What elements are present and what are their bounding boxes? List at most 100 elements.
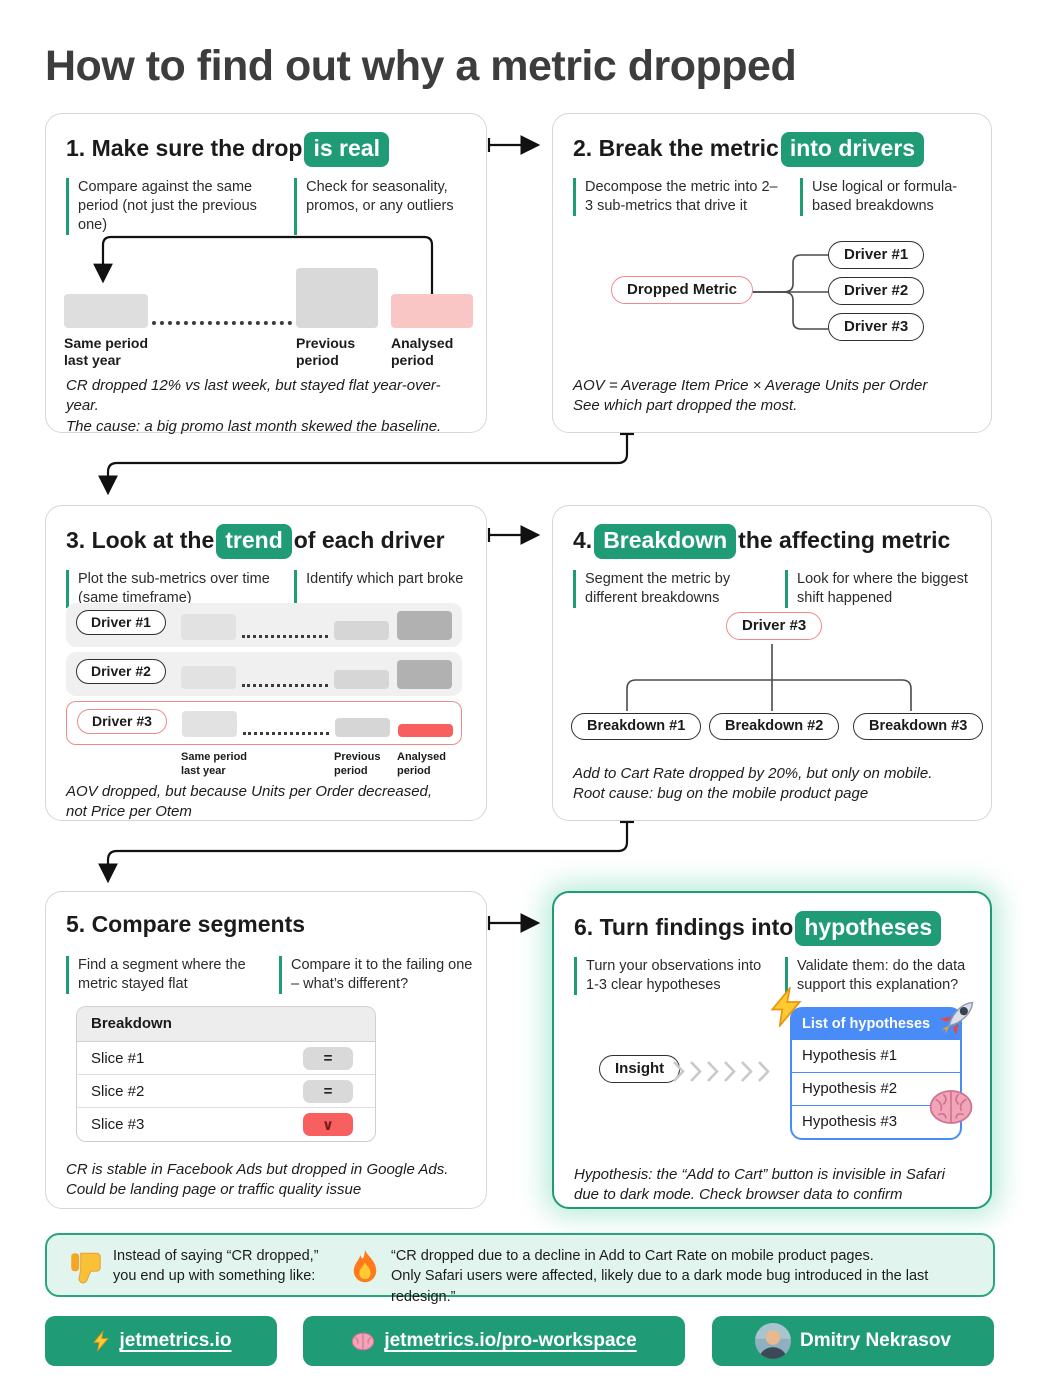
row-bar-same <box>181 614 236 640</box>
card5-heading: 5. Compare segments <box>66 911 306 937</box>
bar-previous-period <box>296 268 378 328</box>
row-dots <box>243 732 329 735</box>
node-breakdown-2: Breakdown #2 <box>709 713 840 740</box>
slice-label: Slice #2 <box>91 1082 145 1100</box>
row-pill: Driver #3 <box>77 709 167 734</box>
card-step-5: 5. Compare segments Find a segment where… <box>45 891 487 1209</box>
footer-link-label[interactable]: jetmetrics.io <box>119 1330 232 1351</box>
footer-link-jetmetrics[interactable]: jetmetrics.io <box>45 1316 277 1366</box>
row-pill: Driver #2 <box>76 659 166 684</box>
card4-note: Add to Cart Rate dropped by 20%, but onl… <box>573 765 933 803</box>
table-row: Slice #3 ∨ <box>77 1108 375 1141</box>
row-bar-same <box>181 666 236 689</box>
axis-label: Analysed period <box>397 751 446 777</box>
avatar <box>754 1323 791 1359</box>
hypothesis-item: Hypothesis #1 <box>792 1040 960 1073</box>
card2-bullet-2: Use logical or formula-based breakdowns <box>800 178 979 217</box>
node-driver-1: Driver #1 <box>828 241 925 269</box>
axis-label: Same period last year <box>181 751 248 777</box>
bar-label: Same period last year <box>64 335 149 369</box>
hypothesis-item: Hypothesis #2 <box>792 1073 960 1106</box>
hypothesis-item: Hypothesis #3 <box>802 1113 898 1130</box>
row-bar-analysed-drop <box>398 724 453 737</box>
callout-left-text: Instead of saying “CR dropped,”you end u… <box>113 1248 319 1285</box>
equal-badge: = <box>303 1046 353 1070</box>
brain-icon <box>352 1332 375 1350</box>
card2-note: AOV = Average Item Price × Average Units… <box>573 377 928 415</box>
callout-right-text: “CR dropped due to a decline in Add to C… <box>391 1248 929 1305</box>
card4-bullet-1: Segment the metric by different breakdow… <box>573 570 767 609</box>
footer-link-label[interactable]: jetmetrics.io/pro-workspace <box>384 1330 637 1351</box>
card1-bullet-1: Compare against the same period (not jus… <box>66 178 276 236</box>
trend-row-driver-3: Driver #3 <box>66 701 462 745</box>
row-dots <box>242 635 328 638</box>
slice-label: Slice #3 <box>91 1116 145 1133</box>
node-breakdown-1: Breakdown #1 <box>571 713 702 740</box>
card6-bullet-2: Validate them: do the data support this … <box>785 957 978 996</box>
node-dropped-metric: Dropped Metric <box>611 276 754 304</box>
highlight-hypotheses: hypotheses <box>795 911 942 946</box>
node-driver-3: Driver #3 <box>726 612 823 640</box>
card1-note: CR dropped 12% vs last week, but stayed … <box>66 377 442 435</box>
row-dots <box>242 684 328 687</box>
card5-bullet-1: Find a segment where the metric stayed f… <box>66 956 261 995</box>
trend-row-driver-1: Driver #1 <box>66 603 462 647</box>
lightning-icon <box>770 987 802 1027</box>
row-bar-analysed <box>397 660 452 689</box>
bar-label: Analysed period <box>391 335 454 369</box>
summary-callout: Instead of saying “CR dropped,”you end u… <box>45 1233 995 1305</box>
footer-author-label: Dmitry Nekrasov <box>799 1330 952 1351</box>
segments-table: Breakdown Slice #1 = Slice #2 = Slice #3… <box>76 1006 376 1142</box>
rocket-icon <box>939 1001 974 1036</box>
card3-bullet-1: Plot the sub-metrics over time (same tim… <box>66 570 276 609</box>
equal-badge: = <box>303 1079 353 1103</box>
card1-bullet-2: Check for seasonality, promos, or any ou… <box>294 178 474 236</box>
page-title: How to find out why a metric dropped <box>45 42 797 90</box>
card5-bullet-2: Compare it to the failing one – what’s d… <box>279 956 474 995</box>
baseline-dotted-line <box>152 321 292 325</box>
highlight-breakdown: Breakdown <box>594 524 737 559</box>
card6-bullet-1: Turn your observations into 1-3 clear hy… <box>574 957 767 996</box>
card2-bullet-1: Decompose the metric into 2–3 sub-metric… <box>573 178 782 217</box>
footer-link-pro-workspace[interactable]: jetmetrics.io/pro-workspace <box>303 1316 685 1366</box>
bar-analysed-period <box>391 294 473 328</box>
row-bar-same <box>182 711 237 737</box>
brain-icon <box>929 1090 973 1124</box>
bar-same-period <box>64 294 148 328</box>
highlight-is-real: is real <box>304 132 389 167</box>
node-breakdown-3: Breakdown #3 <box>853 713 984 740</box>
node-insight: Insight <box>599 1055 681 1083</box>
trend-row-driver-2: Driver #2 <box>66 652 462 696</box>
card3-bullet-2: Identify which part broke <box>294 570 474 609</box>
fire-icon <box>353 1250 377 1283</box>
node-driver-2: Driver #2 <box>828 277 925 305</box>
lightning-icon <box>92 1330 109 1352</box>
row-pill: Driver #1 <box>76 610 166 635</box>
axis-label: Previous period <box>334 751 381 777</box>
highlight-into-drivers: into drivers <box>780 132 925 167</box>
node-driver-3: Driver #3 <box>828 313 925 341</box>
table-header: Breakdown <box>77 1007 375 1042</box>
card4-bullet-2: Look for where the biggest shift happene… <box>785 570 979 609</box>
footer-author[interactable]: Dmitry Nekrasov <box>712 1316 994 1366</box>
thumbs-down-icon <box>71 1252 101 1284</box>
table-row: Slice #2 = <box>77 1075 375 1108</box>
row-bar-analysed <box>397 611 452 640</box>
card6-note: Hypothesis: the “Add to Cart” button is … <box>574 1166 946 1204</box>
table-row: Slice #1 = <box>77 1042 375 1075</box>
highlight-trend: trend <box>216 524 292 559</box>
row-bar-previous <box>334 670 389 689</box>
hypotheses-list-title: List of hypotheses <box>792 1009 960 1040</box>
hypotheses-list: List of hypotheses Hypothesis #1 Hypothe… <box>790 1007 962 1140</box>
